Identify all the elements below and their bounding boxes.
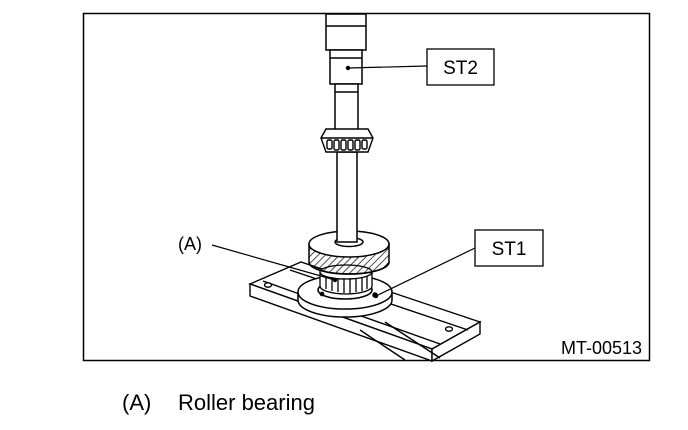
figure-code: MT-00513 bbox=[561, 338, 642, 358]
a-leader bbox=[211, 244, 336, 281]
st1-leader bbox=[375, 247, 476, 297]
shaft-bearing bbox=[320, 128, 374, 153]
st1-label: ST1 bbox=[492, 239, 527, 260]
st2-label-box bbox=[426, 48, 495, 86]
st2-leader bbox=[347, 65, 428, 69]
st2-shaft bbox=[325, 13, 367, 243]
legend-text: Roller bearing bbox=[178, 390, 315, 415]
gear bbox=[308, 230, 390, 275]
st1-label-box bbox=[474, 229, 544, 267]
legend-item: (A) Roller bearing bbox=[122, 390, 315, 416]
st2-label: ST2 bbox=[443, 58, 478, 79]
legend-key: (A) bbox=[122, 390, 152, 415]
st2-leader-dot bbox=[345, 65, 351, 71]
st1-leader-dot bbox=[373, 293, 379, 299]
a-leader-dot bbox=[332, 277, 338, 283]
a-label: (A) bbox=[178, 234, 202, 254]
